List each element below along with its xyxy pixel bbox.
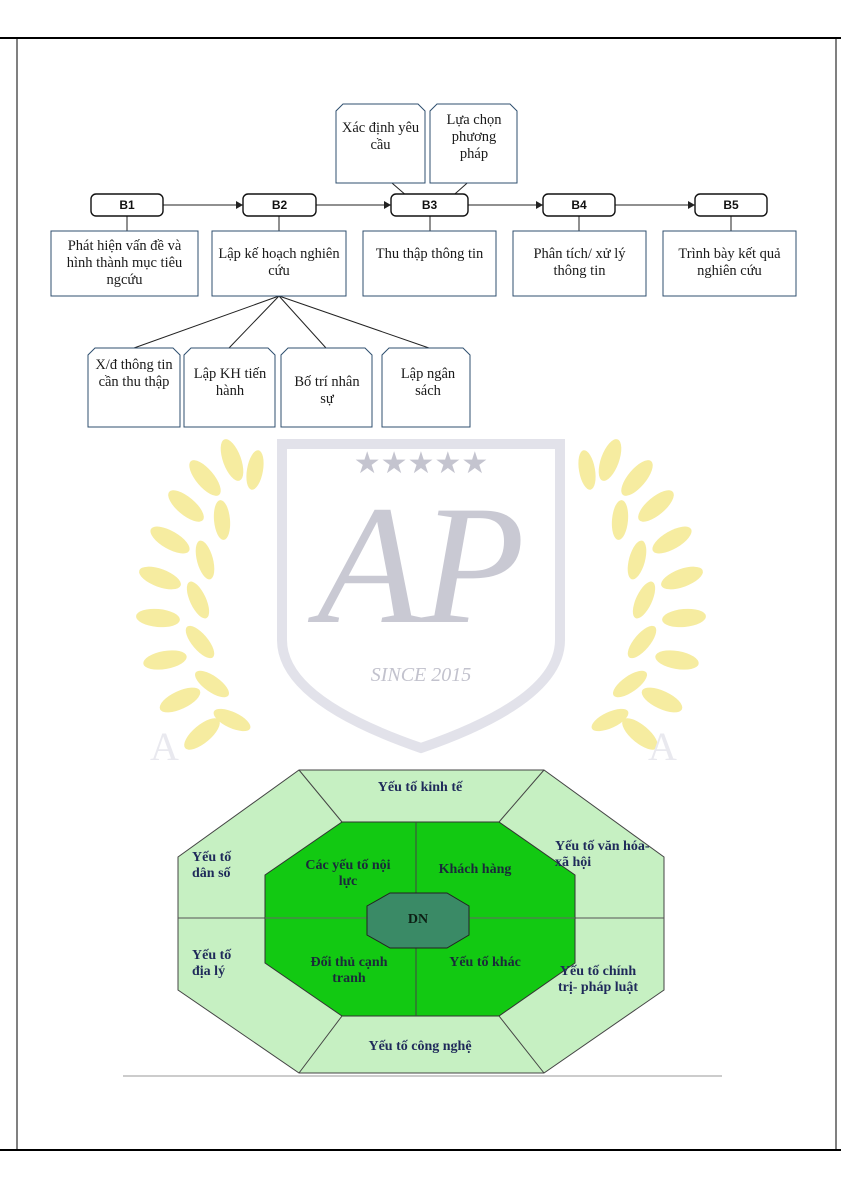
step-label-boxes <box>90 193 768 217</box>
outer-politics: Yếu tố chính trị- pháp luật <box>557 964 639 995</box>
outer-population: Yếu tố dân số <box>192 850 232 881</box>
laurel-left-icon <box>136 439 264 750</box>
svg-text:A: A <box>648 724 677 769</box>
center-label: DN <box>407 912 429 927</box>
shield-icon <box>277 439 565 754</box>
b3-input-requirements: Xác định yêu cầu <box>341 120 420 153</box>
inner-customers: Khách hàng <box>438 862 512 877</box>
inner-competitors: Đối thủ cạnh tranh <box>310 955 388 986</box>
step-label-b2: B2 <box>271 198 288 212</box>
step-label-b3: B3 <box>421 198 438 212</box>
inner-other: Yếu tố khác <box>449 955 521 970</box>
watermark-stars: ★★★★★ <box>353 447 489 480</box>
b2-subtask-budget: Lập ngân sách <box>400 366 456 399</box>
octagon-diagram <box>177 769 665 1074</box>
watermark-bottom-text: A <box>150 724 179 769</box>
arrow-heads <box>236 201 695 209</box>
step-desc-b2: Lập kế hoạch nghiên cứu <box>218 246 340 279</box>
b2-subtask-info: X/đ thông tin cần thu thập <box>95 357 173 390</box>
outer-culture: Yếu tố văn hóa- xã hội <box>555 839 650 870</box>
b2-subtask-plan: Lập KH tiến hành <box>193 366 267 399</box>
b2-subtask-boxes <box>87 347 471 428</box>
watermark-since: SINCE 2015 <box>370 664 472 686</box>
inner-internal: Các yếu tố nội lực <box>305 858 391 889</box>
step-desc-boxes <box>50 230 797 297</box>
center-octagon <box>366 892 470 949</box>
step-label-b1: B1 <box>119 198 135 212</box>
step-desc-b1: Phát hiện vấn đề và hình thành mục tiêu … <box>66 238 183 288</box>
outer-economy: Yếu tố kinh tế <box>377 780 463 795</box>
b3-input-boxes <box>335 103 518 184</box>
outer-technology: Yếu tố công nghệ <box>368 1039 472 1054</box>
watermark: A A <box>136 439 706 769</box>
outer-geography: Yếu tố địa lý <box>192 948 232 979</box>
watermark-letters: AP <box>317 471 525 659</box>
b2-subtask-staff: Bố trí nhân sự <box>294 374 360 407</box>
step-desc-b4: Phân tích/ xử lý thông tin <box>533 246 626 279</box>
b3-input-method: Lựa chọn phương pháp <box>446 112 502 162</box>
step-desc-b5: Trình bày kết quả nghiên cứu <box>678 246 781 279</box>
step-label-b5: B5 <box>723 198 739 212</box>
laurel-right-icon <box>578 439 706 750</box>
step-label-b4: B4 <box>571 198 587 212</box>
step-desc-b3: Thu thập thông tin <box>375 246 484 262</box>
